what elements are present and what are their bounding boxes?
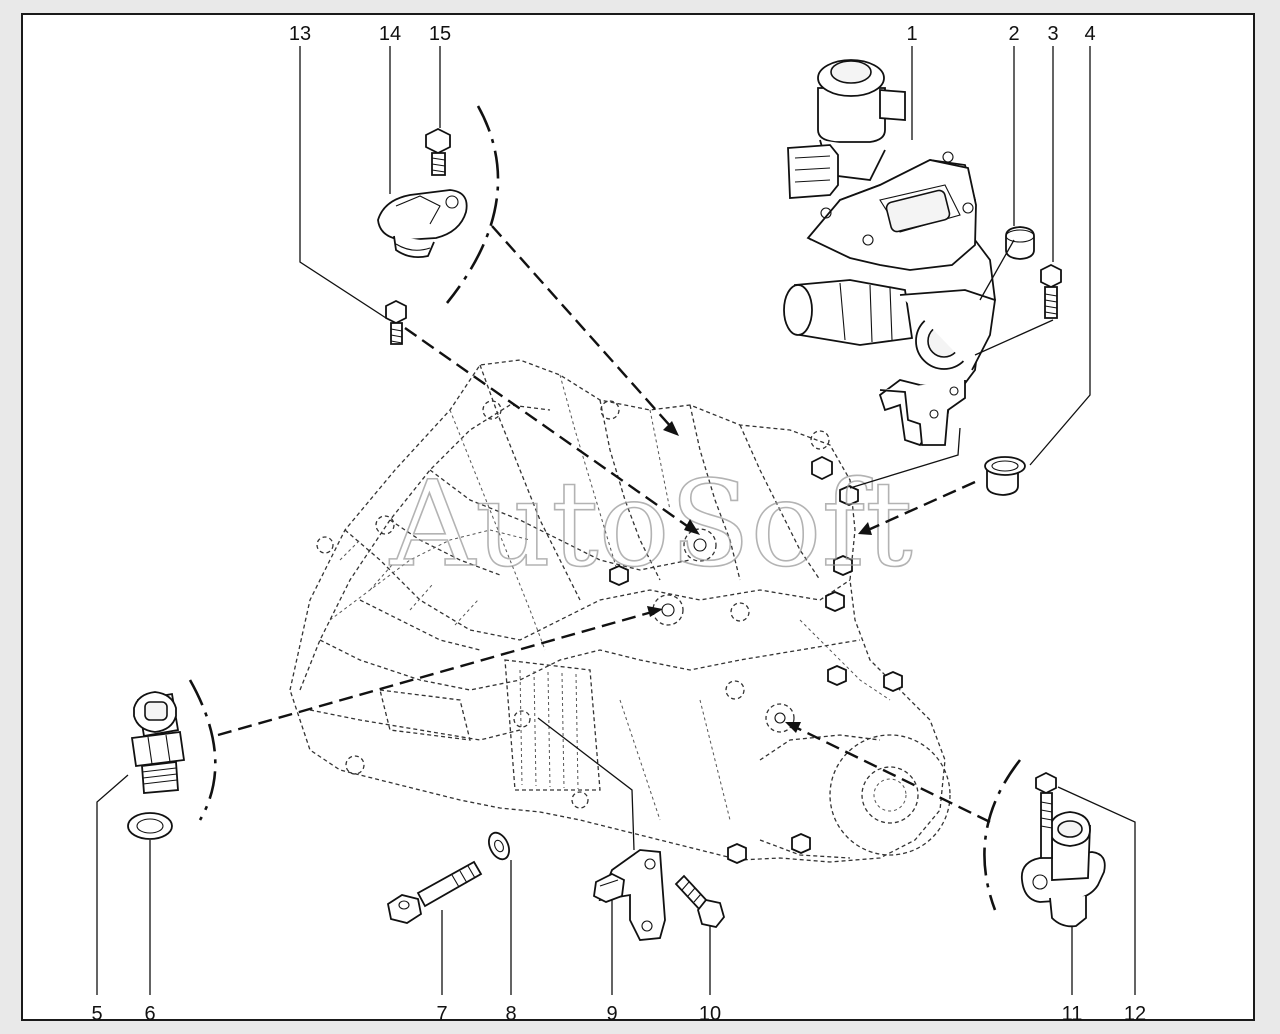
- part-9-bracket: [593, 849, 666, 941]
- part-10-bolt: [674, 874, 725, 928]
- callout-8: 8: [505, 1003, 516, 1025]
- callout-3: 3: [1047, 23, 1058, 45]
- callout-13: 13: [289, 23, 311, 45]
- part-5-switch: [130, 691, 186, 794]
- part-1-actuator: [783, 59, 996, 447]
- part-2-cap: [1005, 226, 1035, 260]
- callout-9: 9: [606, 1003, 617, 1025]
- callout-10: 10: [699, 1003, 721, 1025]
- assembly-paths: [217, 225, 991, 824]
- callout-11: 11: [1062, 1003, 1083, 1025]
- watermark-text: AutoSoft: [389, 455, 913, 593]
- part-14-cover: [377, 189, 468, 259]
- callout-14: 14: [379, 23, 401, 45]
- part-4-plug: [984, 456, 1026, 496]
- part-7-bolt: [386, 860, 483, 924]
- housing-bolts: [609, 455, 903, 864]
- part-6-washer: [127, 812, 173, 840]
- part-12-bolt: [1035, 771, 1057, 859]
- part-8-washer: [488, 831, 510, 861]
- callout-1: 1: [906, 23, 917, 45]
- callout-6: 6: [144, 1003, 155, 1025]
- callout-12: 12: [1124, 1003, 1146, 1025]
- housing-bosses: [316, 400, 830, 809]
- group-bracket-arcs: [188, 105, 1022, 911]
- leader-lines: [96, 46, 1136, 995]
- callout-15: 15: [429, 23, 451, 45]
- part-15-bolt: [425, 127, 451, 176]
- callout-4: 4: [1084, 23, 1095, 45]
- part-3-bolt: [1040, 263, 1062, 319]
- callout-7: 7: [436, 1003, 447, 1025]
- assembly-arrowheads: [647, 421, 872, 733]
- part-11-sensor: [1020, 811, 1106, 928]
- part-13-bolt: [385, 299, 407, 345]
- callout-2: 2: [1008, 23, 1019, 45]
- callout-5: 5: [91, 1003, 102, 1025]
- gearbox-housing-outline: [289, 359, 951, 863]
- callout-numbers: 1 2 3 4 5 6 7 8 9 10 11 12 13 14 15: [91, 23, 1146, 1025]
